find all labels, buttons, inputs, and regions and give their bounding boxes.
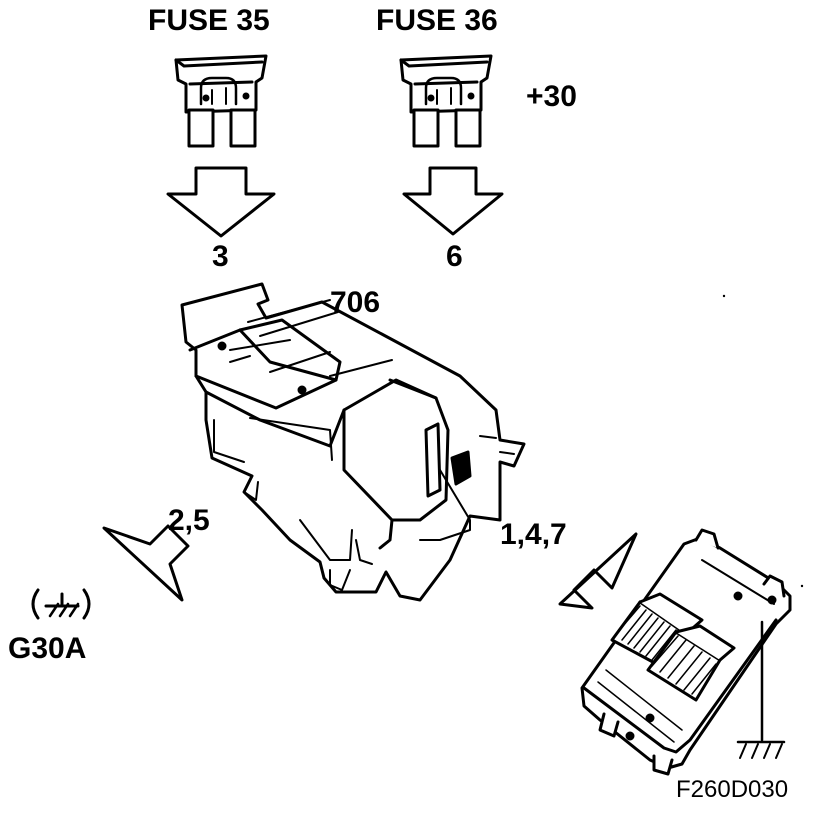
pin-3-label: 3 — [212, 240, 229, 273]
component-706-label: 706 — [330, 286, 381, 319]
relay-block-icon — [180, 282, 526, 602]
ground-g30a-label: G30A — [8, 632, 87, 665]
arrow-diagonal-icon — [102, 524, 190, 602]
pin-6-label: 6 — [446, 240, 463, 273]
control-module-icon — [580, 528, 792, 776]
plus-30-label: +30 — [526, 80, 577, 113]
arrow-down-icon — [402, 166, 504, 236]
pins-2-5-label: 2,5 — [168, 504, 210, 537]
ground-icon — [736, 620, 786, 759]
fuse-35-label: FUSE 35 — [148, 4, 270, 37]
arrow-diagonal-icon — [558, 532, 638, 610]
figure-code: F260D030 — [676, 776, 789, 803]
fuse-35-icon — [174, 54, 268, 148]
fuse-36-label: FUSE 36 — [376, 4, 498, 37]
arrow-down-icon — [166, 166, 276, 238]
pins-1-4-7-label: 1,4,7 — [500, 518, 567, 551]
fuse-36-icon — [399, 54, 493, 148]
